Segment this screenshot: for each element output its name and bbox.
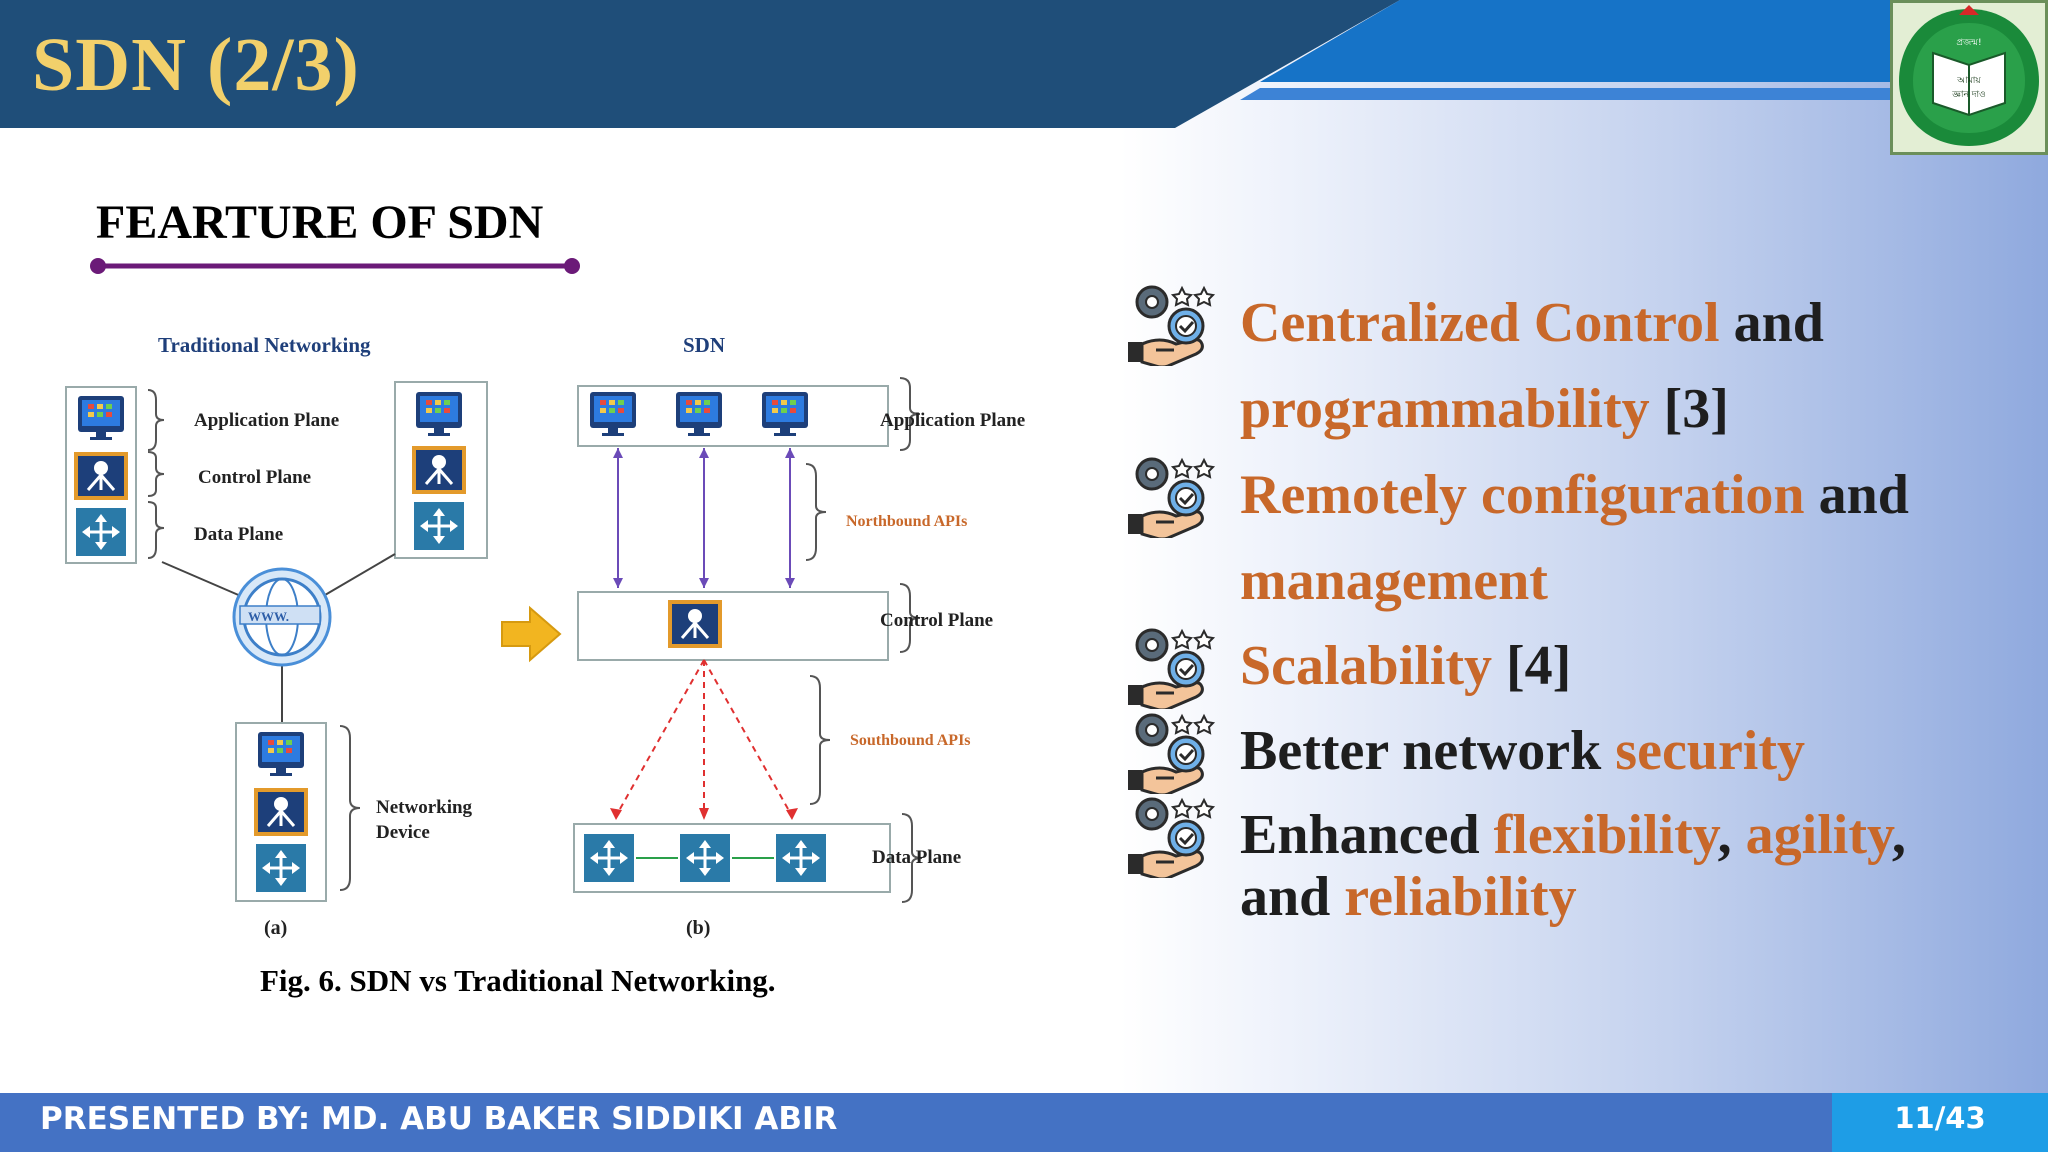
plain-text: and — [1804, 464, 1909, 526]
northbound-apis-label: Northbound APIs — [846, 513, 967, 530]
plain-text: [4] — [1492, 635, 1572, 697]
highlight-text: management — [1240, 550, 1548, 612]
hand-gear-icon — [1126, 457, 1215, 538]
logo-text-2: আমায় — [1956, 76, 1981, 86]
bullet-4-text: Better network security — [1240, 708, 1805, 794]
bullet-5-text: Enhanced flexibility, agility, — [1240, 792, 1906, 878]
switch-icon — [254, 842, 308, 894]
globe-icon — [232, 567, 332, 667]
bullet-3-text: Scalability [4] — [1240, 623, 1571, 709]
highlight-text: flexibility — [1493, 804, 1718, 866]
plain-text: [3] — [1649, 378, 1729, 440]
switch-icon — [774, 832, 828, 884]
slide-title: SDN (2/3) — [32, 23, 360, 107]
plain-text: and — [1240, 866, 1345, 928]
bullet-2-text-cont: management — [1240, 538, 1548, 624]
subfigure-b-label: (b) — [686, 917, 710, 939]
trad-application-plane-label: Application Plane — [194, 410, 339, 431]
figure-caption: Fig. 6. SDN vs Traditional Networking. — [260, 963, 776, 998]
highlight-text: Centralized Control — [1240, 292, 1720, 354]
plain-text: Better network — [1240, 720, 1616, 782]
sdn-application-plane-label: Application Plane — [880, 410, 1025, 431]
sdn-data-plane-label: Data Plane — [872, 847, 961, 868]
highlight-text: Scalability — [1240, 635, 1493, 697]
highlight-text: Remotely configuration — [1240, 464, 1805, 526]
bullet-1-text-cont: programmability [3] — [1240, 366, 1729, 452]
switch-icon — [582, 832, 636, 884]
controller-icon — [668, 600, 722, 648]
trad-control-plane-label: Control Plane — [198, 467, 311, 488]
southbound-apis-label: Southbound APIs — [850, 732, 971, 749]
logo-text-3: জ্ঞান দাও — [1951, 90, 1985, 100]
sdn-control-plane-label: Control Plane — [880, 610, 993, 631]
hand-gear-icon — [1126, 713, 1215, 794]
hand-gear-icon — [1126, 797, 1215, 878]
highlight-text: programmability — [1240, 378, 1650, 440]
page-number: 11/43 — [1894, 1101, 1986, 1135]
sdn-figure-title: SDN — [683, 333, 725, 357]
trad-data-plane-label: Data Plane — [194, 524, 283, 545]
presenter-label: PRESENTED BY: MD. ABU BAKER SIDDIKI ABIR — [40, 1101, 838, 1137]
bullet-5-text-cont: and reliability — [1240, 854, 1577, 940]
switch-icon — [412, 500, 466, 552]
subfigure-a-label: (a) — [264, 917, 287, 939]
bullet-1-text: Centralized Control and — [1240, 280, 1824, 366]
hand-gear-icon — [1126, 628, 1215, 709]
controller-icon — [412, 446, 466, 494]
logo-text-1: প্রজন্ম! — [1956, 38, 1981, 48]
networking-label: Networking — [376, 797, 473, 818]
plain-text: and — [1719, 292, 1824, 354]
plain-text: , — [1891, 804, 1906, 866]
sdn-vs-traditional-diagram: Traditional Networking Application Plane… — [65, 333, 1025, 939]
plain-text: Enhanced — [1240, 804, 1494, 866]
switch-icon — [678, 832, 732, 884]
arrow-icon — [501, 605, 562, 663]
bullet-2-text: Remotely configuration and — [1240, 452, 1909, 538]
controller-icon — [74, 452, 128, 500]
switch-icon — [74, 506, 128, 558]
highlight-text: reliability — [1344, 866, 1577, 928]
highlight-text: agility — [1745, 804, 1892, 866]
plain-text: , — [1717, 804, 1746, 866]
university-logo: প্রজন্ম! আমায় জ্ঞান দাও — [1890, 0, 2048, 155]
hand-gear-icon — [1126, 285, 1215, 366]
traditional-title: Traditional Networking — [158, 333, 371, 357]
highlight-text: security — [1615, 720, 1806, 782]
device-label: Device — [376, 822, 430, 843]
globe-www-label: WWW. — [248, 609, 289, 624]
heading-underline — [90, 258, 580, 274]
footer-bar — [0, 1093, 1832, 1152]
page-number-box — [1832, 1093, 2048, 1152]
feature-heading: FEARTURE OF SDN — [96, 196, 544, 249]
controller-icon — [254, 788, 308, 836]
